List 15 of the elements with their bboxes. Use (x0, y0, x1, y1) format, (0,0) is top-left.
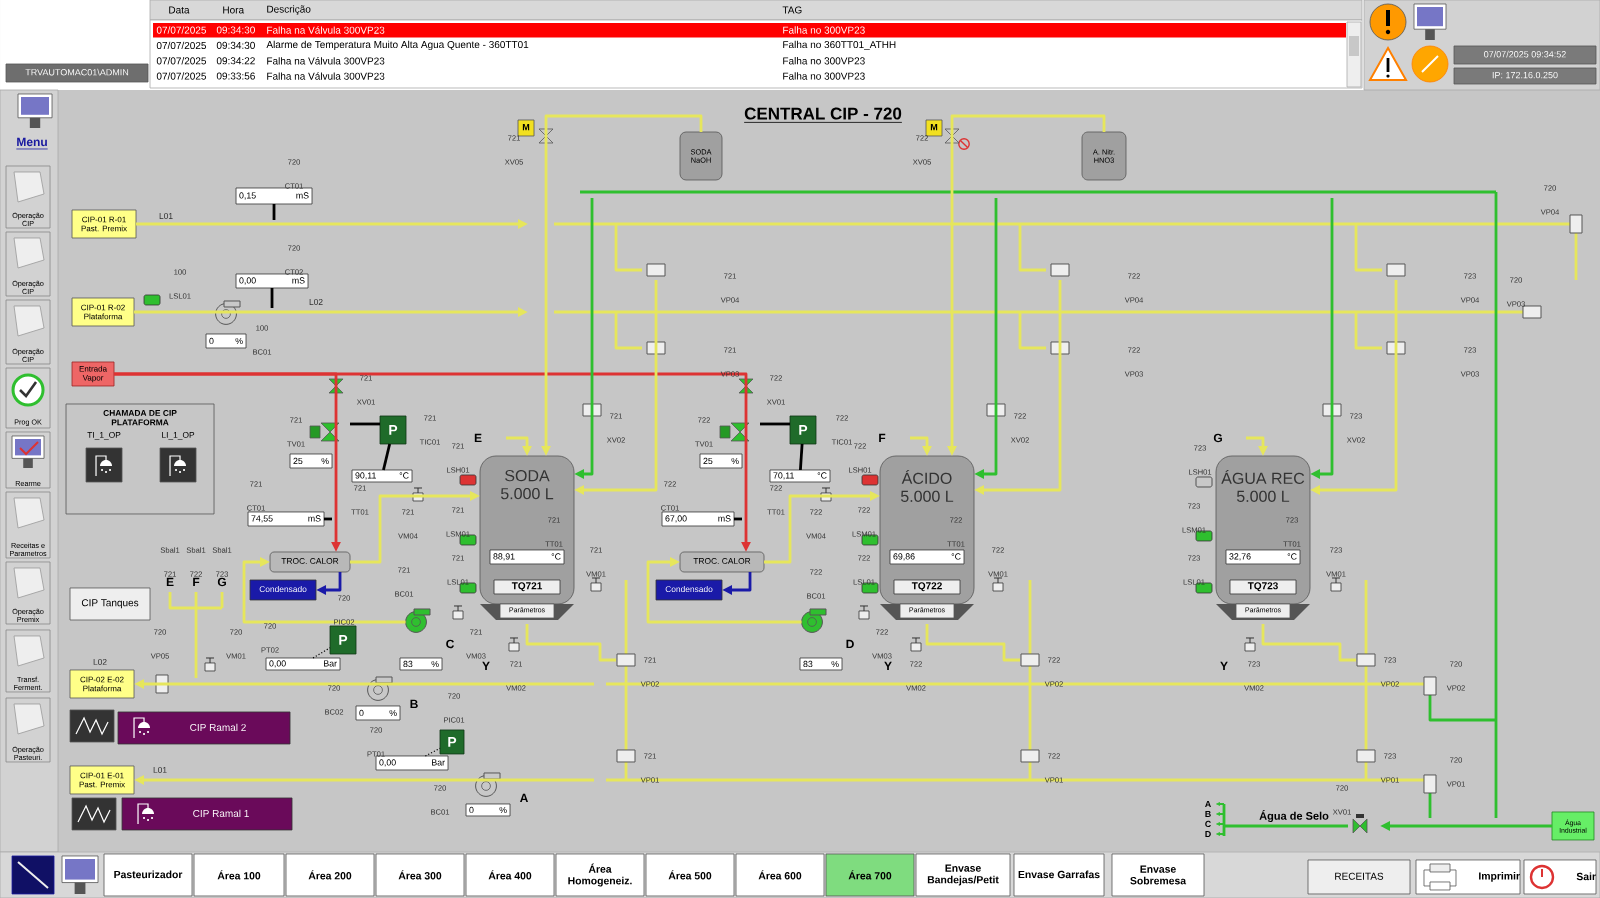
signal-line (424, 747, 441, 757)
signal-line (350, 422, 380, 426)
pipe-arrow (242, 557, 406, 624)
signal-line (272, 204, 276, 220)
signal-line (382, 443, 392, 471)
signal-line (799, 443, 804, 471)
pump-symbol (801, 608, 827, 633)
pipe-arrow (646, 557, 802, 624)
signal-line (270, 288, 274, 308)
title: CENTRAL CIP - 720 (743, 107, 903, 123)
signal-line (324, 517, 332, 521)
signal-line (734, 517, 742, 521)
signal-line (312, 647, 331, 659)
signal-line (760, 422, 790, 426)
pump-symbol (405, 608, 431, 633)
